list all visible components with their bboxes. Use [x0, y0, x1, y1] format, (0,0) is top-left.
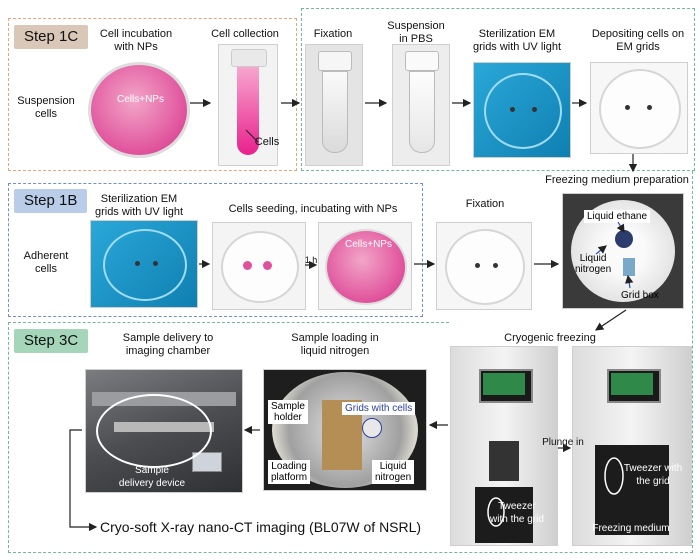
- pbs-tube-photo: [392, 44, 450, 166]
- seeding-label: Cells seeding, incubating with NPs: [228, 203, 398, 215]
- sample-loading-label: Sample loading in liquid nitrogen: [291, 332, 379, 357]
- cells-label: Cells: [254, 136, 280, 148]
- plunge-in-label: Plunge in: [542, 437, 584, 448]
- sample-holder-label: Sample holder: [268, 400, 308, 424]
- step-3c-box: [8, 171, 693, 553]
- cryo-imaging-label: Cryo-soft X-ray nano-CT imaging (BL07W o…: [100, 519, 422, 535]
- pointer-liquid-nitrogen: [595, 245, 607, 255]
- step-3c-box-inner: [8, 322, 449, 553]
- depositing-label: Depositing cells on EM grids: [591, 28, 685, 53]
- fixation-label-2: Fixation: [465, 198, 505, 210]
- cryogenic-freezing-label: Cryogenic freezing: [504, 332, 596, 344]
- cells-nps-label-2: Cells+NPs: [345, 239, 392, 250]
- liquid-nitrogen-label-2: Liquid nitrogen: [372, 460, 415, 484]
- grid-box-label: Grid box: [621, 290, 659, 301]
- white-dish-photo-2: [436, 222, 532, 310]
- step-1c-badge: Step 1C: [14, 25, 89, 49]
- sterilization-label-2: Sterilization EM grids with UV light: [94, 193, 184, 218]
- sample-delivery-label: Sample delivery to imaging chamber: [122, 332, 214, 357]
- imaging-chamber-photo: [85, 369, 243, 493]
- liquid-ethane-label: Liquid ethane: [584, 210, 651, 223]
- fixation-group-box: [301, 8, 695, 171]
- step-3c-badge: Step 3C: [14, 329, 89, 353]
- suspension-pbs-label: Suspension in PBS: [387, 20, 445, 45]
- seeded-dish-photo: [212, 222, 306, 310]
- pink-dish-photo-2: [318, 222, 412, 310]
- tweezer-label-right: Tweezer with the grid: [623, 463, 683, 487]
- cell-collection-label: Cell collection: [211, 28, 279, 40]
- freezing-medium-photo: [562, 193, 684, 309]
- arrow-to-imaging: [69, 429, 98, 532]
- tweezer-circle-right: [604, 457, 624, 495]
- freezer-photo-right: [572, 346, 692, 546]
- step-1c-box: [8, 18, 297, 171]
- fixation-label-1: Fixation: [313, 28, 353, 40]
- adherent-cells-label: Adherent cells: [23, 250, 69, 275]
- pink-petri-dish: [88, 62, 190, 158]
- blue-uv-dish-photo-1: [473, 62, 571, 158]
- step-1b-box: [8, 183, 423, 317]
- blue-uv-dish-photo-2: [90, 220, 198, 308]
- arrow-medium-to-cryo: [595, 309, 627, 331]
- cell-incubation-label: Cell incubation with NPs: [99, 28, 173, 53]
- pointer-grid-box: [625, 274, 634, 289]
- liquid-nitrogen-label-1: Liquid nitrogen: [575, 253, 612, 275]
- collection-tube-photo: [218, 44, 278, 166]
- pointer-liquid-ethane: [616, 221, 625, 234]
- freezing-medium-label: Freezing medium: [592, 523, 670, 534]
- cells-nps-label-1: Cells+NPs: [117, 94, 164, 105]
- freezing-medium-prep-label: Freezing medium preparation: [545, 174, 689, 186]
- step-1b-badge: Step 1B: [14, 189, 88, 213]
- suspension-cells-label: Suspension cells: [17, 95, 75, 120]
- white-dish-photo-1: [590, 62, 688, 154]
- one-hour-label: 1 h: [304, 255, 318, 265]
- sterilization-label-1: Sterilization EM grids with UV light: [472, 28, 562, 53]
- tweezer-circle-left: [487, 497, 505, 527]
- grids-with-cells-label: Grids with cells: [342, 402, 416, 415]
- loading-platform-label: Loading platform: [268, 460, 311, 484]
- delivery-device-label: Sample delivery device: [118, 465, 186, 489]
- cells-pointer: [245, 129, 259, 143]
- freezer-photo-left: [450, 346, 558, 546]
- fixation-tube-photo: [305, 44, 363, 166]
- tweezer-label-left: Tweezer with the grid: [490, 501, 544, 525]
